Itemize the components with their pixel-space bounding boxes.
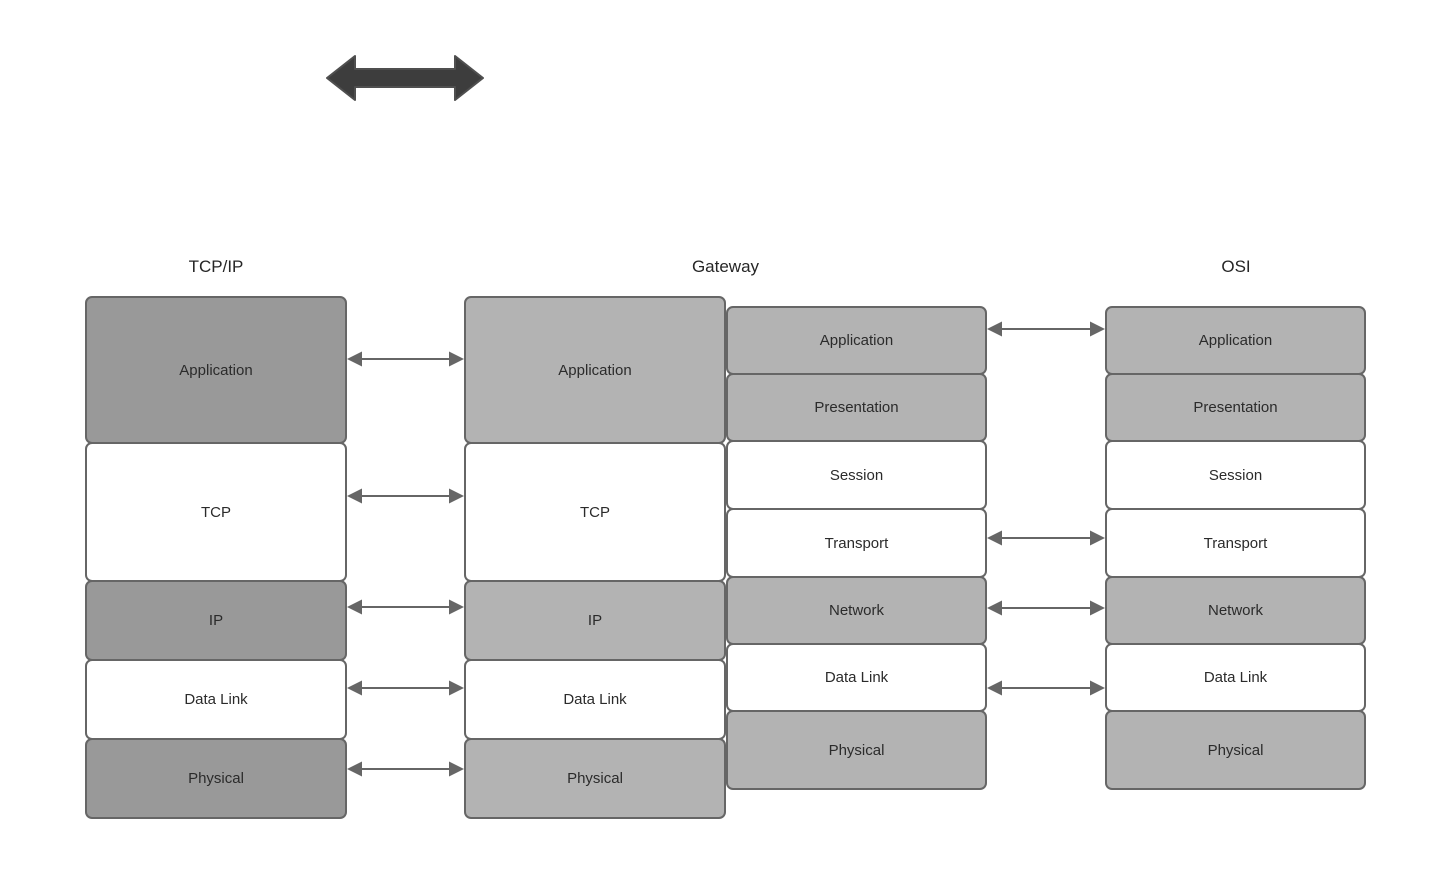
layer-label: Session bbox=[829, 466, 884, 484]
layer-label: Data Link bbox=[824, 669, 889, 686]
column-header-osi: OSI bbox=[1221, 257, 1251, 276]
column-header-tcpip: TCP/IP bbox=[188, 257, 244, 276]
layer-label: Data Link bbox=[1203, 669, 1268, 686]
layer-label: Physical bbox=[188, 770, 244, 787]
layer-box-osi-data-link: Data Link bbox=[1105, 643, 1366, 712]
layer-box-osi-physical: Physical bbox=[1105, 710, 1366, 790]
layer-box-gateway-right-presentation: Presentation bbox=[726, 373, 987, 442]
layer-label: IP bbox=[587, 612, 603, 629]
layer-box-tcpip-application: Application bbox=[85, 296, 347, 444]
double-headed-block-arrow-glyph bbox=[326, 55, 484, 101]
layer-box-gateway-left-physical: Physical bbox=[464, 738, 726, 819]
layer-box-tcpip-tcp: TCP bbox=[85, 442, 347, 582]
layer-box-osi-network: Network bbox=[1105, 576, 1366, 645]
layer-label: Data Link bbox=[184, 691, 248, 708]
layer-label: Application bbox=[179, 361, 253, 379]
layer-box-osi-application: Application bbox=[1105, 306, 1366, 375]
connector-arrow-tcpip-gw-tcp bbox=[347, 485, 464, 507]
column-header-gateway: Gateway bbox=[691, 257, 760, 276]
layer-label: Data Link bbox=[563, 691, 627, 708]
layer-box-tcpip-physical: Physical bbox=[85, 738, 347, 819]
layer-label: Transport bbox=[1203, 534, 1268, 552]
layer-box-gateway-right-data-link: Data Link bbox=[726, 643, 987, 712]
layer-box-gateway-right-physical: Physical bbox=[726, 710, 987, 790]
layer-box-gateway-right-transport: Transport bbox=[726, 508, 987, 578]
layer-label: Application bbox=[1198, 332, 1273, 349]
layer-label: Network bbox=[828, 602, 884, 619]
layer-box-gateway-right-network: Network bbox=[726, 576, 987, 645]
layer-box-osi-session: Session bbox=[1105, 440, 1366, 510]
layer-label: Presentation bbox=[1193, 399, 1278, 416]
layer-label: Application bbox=[819, 332, 894, 349]
connector-arrow-tcpip-gw-physical bbox=[347, 758, 464, 780]
layer-label: Physical bbox=[828, 741, 885, 759]
layer-label: Network bbox=[1207, 602, 1263, 619]
layer-box-tcpip-ip: IP bbox=[85, 580, 347, 661]
connector-arrow-tcpip-gw-ip bbox=[347, 596, 464, 618]
connector-arrow-gw-osi-datalink bbox=[987, 677, 1105, 699]
layer-box-gateway-left-ip: IP bbox=[464, 580, 726, 661]
layer-box-gateway-left-application: Application bbox=[464, 296, 726, 444]
layer-label: Physical bbox=[567, 770, 623, 787]
layer-box-gateway-right-application: Application bbox=[726, 306, 987, 375]
connector-arrow-tcpip-gw-datalink bbox=[347, 677, 464, 699]
connector-arrow-tcpip-gw-application bbox=[347, 348, 464, 370]
layer-label: Presentation bbox=[814, 399, 899, 416]
layer-label: Application bbox=[558, 361, 632, 379]
layer-label: IP bbox=[208, 612, 224, 629]
layer-box-osi-transport: Transport bbox=[1105, 508, 1366, 578]
double-headed-block-arrow bbox=[325, 52, 485, 104]
layer-label: Transport bbox=[824, 534, 889, 552]
layer-box-gateway-left-tcp: TCP bbox=[464, 442, 726, 582]
layer-box-gateway-left-data-link: Data Link bbox=[464, 659, 726, 740]
connector-arrow-gw-osi-network bbox=[987, 597, 1105, 619]
connector-arrow-gw-osi-application bbox=[987, 318, 1105, 340]
layer-label: TCP bbox=[201, 503, 231, 521]
layer-label: Physical bbox=[1207, 741, 1264, 759]
layer-box-tcpip-data-link: Data Link bbox=[85, 659, 347, 740]
layer-label: TCP bbox=[580, 503, 610, 521]
layer-box-osi-presentation: Presentation bbox=[1105, 373, 1366, 442]
connector-arrow-gw-osi-transport bbox=[987, 527, 1105, 549]
layer-label: Session bbox=[1208, 466, 1263, 484]
layer-box-gateway-right-session: Session bbox=[726, 440, 987, 510]
